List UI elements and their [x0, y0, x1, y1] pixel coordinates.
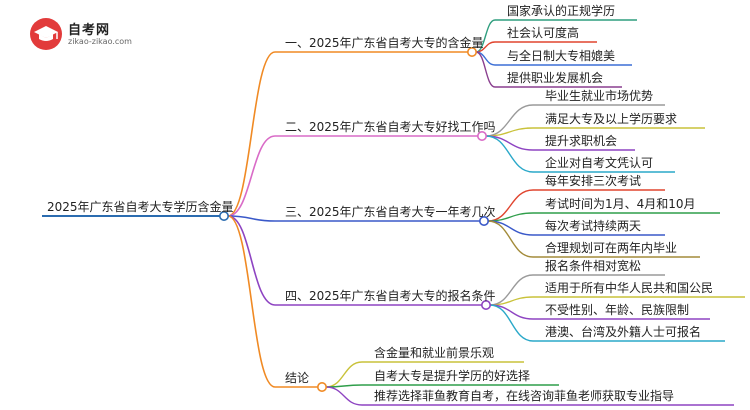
leaf-node: 毕业生就业市场优势	[545, 89, 654, 103]
leaf-node: 考试时间为1月、4月和10月	[545, 197, 696, 211]
graduation-cap-icon	[30, 18, 62, 50]
branch-node-5: 结论	[285, 371, 310, 385]
branch-node-4: 四、2025年广东省自考大专的报名条件	[285, 289, 496, 303]
site-logo: 自考网 zikao-zikao.com	[30, 18, 140, 52]
leaf-node: 提供职业发展机会	[507, 71, 604, 85]
leaf-node: 含金量和就业前景乐观	[374, 346, 495, 360]
logo-domain: zikao-zikao.com	[68, 37, 132, 46]
leaf-node: 推荐选择菲鱼教育自考，在线咨询菲鱼老师获取专业指导	[374, 389, 675, 403]
branch-node-3: 三、2025年广东省自考大专一年考几次	[285, 205, 496, 219]
leaf-node: 国家承认的正规学历	[507, 4, 616, 18]
branch-node-2: 二、2025年广东省自考大专好找工作吗	[285, 120, 496, 134]
leaf-node: 提升求职机会	[545, 134, 618, 148]
leaf-node: 港澳、台湾及外籍人士可报名	[545, 325, 702, 339]
leaf-node: 报名条件相对宽松	[545, 259, 642, 273]
leaf-node: 社会认可度高	[507, 26, 580, 40]
leaf-node: 自考大专是提升学历的好选择	[374, 369, 531, 383]
leaf-node: 不受性别、年龄、民族限制	[545, 303, 690, 317]
leaf-node: 与全日制大专相媲美	[507, 49, 616, 63]
leaf-node: 满足大专及以上学历要求	[545, 112, 678, 126]
logo-name: 自考网	[68, 23, 111, 38]
leaf-node: 每年安排三次考试	[545, 174, 642, 188]
leaf-node: 合理规划可在两年内毕业	[545, 241, 678, 255]
branch-node-1: 一、2025年广东省自考大专的含金量	[285, 36, 484, 50]
leaf-node: 适用于所有中华人民共和国公民	[545, 281, 714, 295]
leaf-node: 每次考试持续两天	[545, 219, 642, 233]
root-node: 2025年广东省自考大专学历含金量	[47, 200, 234, 214]
leaf-node: 企业对自考文凭认可	[545, 156, 654, 170]
